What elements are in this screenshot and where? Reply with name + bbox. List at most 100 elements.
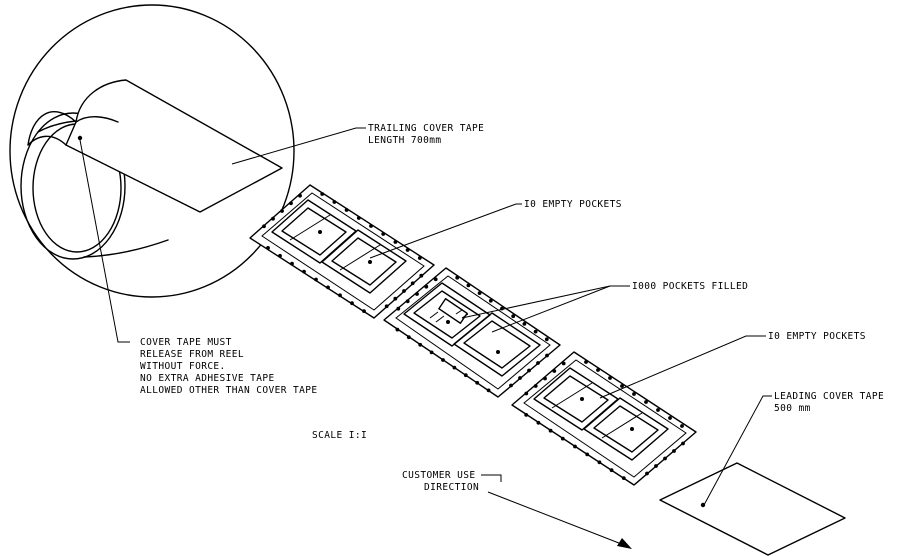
sprocket-hole (418, 342, 423, 347)
filled-pockets-label: I000 POCKETS FILLED (632, 281, 748, 292)
sprocket-hole (509, 383, 513, 388)
sprocket-hole (477, 291, 482, 295)
sprocket-hole (573, 444, 577, 449)
sprocket-hole (552, 369, 557, 373)
direction-arrow (487, 491, 632, 549)
sprocket-hole (466, 283, 471, 288)
sprocket-hole (560, 436, 565, 441)
sprocket-hole (463, 373, 468, 378)
sprocket-hole (381, 232, 386, 236)
leader-lines (79, 127, 772, 506)
reel-hub-outer (20, 112, 126, 260)
sprocket-hole (486, 388, 491, 393)
sprocket-hole (584, 360, 588, 364)
empty-pockets-segment-bottom (511, 351, 697, 486)
sprocket-hole (672, 449, 676, 453)
sprocket-hole (415, 292, 419, 296)
empty-pockets-segment-top (249, 184, 435, 319)
sprocket-hole (608, 376, 612, 380)
sprocket-hole (543, 376, 547, 381)
sprocket-hole (393, 240, 398, 244)
sprocket-hole (475, 380, 480, 385)
sprocket-hole (262, 224, 266, 229)
sprocket-hole (544, 337, 549, 342)
sprocket-hole (663, 456, 667, 461)
empty-pockets-bottom-label: I0 EMPTY POCKETS (768, 331, 866, 342)
trailing-cover-tape (27, 79, 283, 213)
sprocket-hole (406, 335, 411, 340)
sprocket-hole (429, 350, 434, 355)
sprocket-hole (656, 408, 660, 412)
sprocket-hole (326, 285, 330, 290)
sprocket-hole (536, 361, 540, 365)
sprocket-hole (396, 306, 401, 311)
note-line-3: WITHOUT FORCE. (140, 361, 226, 372)
sprocket-hole (441, 358, 445, 362)
sprocket-hole (298, 193, 302, 198)
sprocket-hole (417, 256, 422, 260)
sprocket-hole (645, 471, 649, 476)
sprocket-hole (332, 200, 337, 204)
sprocket-hole (545, 353, 549, 358)
sprocket-hole (536, 420, 541, 425)
sprocket-hole (518, 376, 522, 380)
note-line-2: RELEASE FROM REEL (140, 349, 244, 360)
sprocket-hole (362, 309, 366, 313)
direction-label-1: CUSTOMER USE (402, 470, 475, 481)
sprocket-hole (585, 452, 590, 457)
sprocket-hole (644, 400, 648, 404)
sprocket-hole (384, 304, 389, 309)
sprocket-hole (522, 322, 527, 326)
note-line-5: ALLOWED OTHER THAN COVER TAPE (140, 385, 317, 396)
sprocket-hole (488, 298, 493, 303)
sprocket-hole (369, 224, 373, 228)
note-line-1: COVER TAPE MUST (140, 337, 232, 348)
sprocket-hole (433, 277, 438, 282)
sprocket-hole (393, 296, 398, 301)
sprocket-hole (405, 299, 410, 304)
sprocket-hole (402, 289, 406, 293)
sprocket-hole (290, 261, 294, 266)
sprocket-hole (596, 368, 600, 372)
sprocket-hole (338, 293, 342, 298)
empty-pockets-top-label: I0 EMPTY POCKETS (524, 199, 622, 210)
sprocket-hole (681, 441, 685, 446)
sprocket-hole (356, 216, 361, 220)
scale-label: SCALE I:I (312, 430, 367, 441)
sprocket-hole (350, 301, 354, 306)
sprocket-hole (620, 384, 624, 388)
sprocket-hole (654, 464, 658, 468)
reel-flange (9, 4, 295, 298)
sprocket-hole (533, 329, 538, 334)
sprocket-hole (524, 391, 529, 396)
leading-tape-label: LEADING COVER TAPE (774, 391, 884, 402)
sprocket-hole (419, 273, 424, 278)
sprocket-hole (621, 476, 626, 480)
note-line-4: NO EXTRA ADHESIVE TAPE (140, 373, 275, 384)
sprocket-hole (455, 275, 460, 280)
sprocket-hole (668, 416, 672, 420)
sprocket-hole (302, 269, 306, 274)
sprocket-hole (395, 327, 400, 332)
sprocket-hole (266, 246, 270, 250)
sprocket-hole (314, 277, 318, 282)
leading-cover-tape (659, 462, 846, 556)
filled-pockets-segment (383, 267, 561, 398)
sprocket-hole (511, 314, 516, 319)
sprocket-hole (632, 392, 636, 396)
sprocket-hole (289, 201, 293, 206)
sprocket-hole (609, 468, 614, 473)
sprocket-hole (527, 368, 531, 373)
sprocket-hole (410, 281, 415, 286)
trailing-tape-length: LENGTH 700mm (368, 135, 441, 146)
sprocket-holes (262, 192, 685, 480)
sprocket-hole (271, 216, 275, 221)
direction-label-2: DIRECTION (424, 482, 479, 493)
sprocket-hole (278, 253, 282, 258)
sprocket-hole (424, 284, 429, 289)
sprocket-hole (344, 208, 349, 212)
leading-tape-length: 500 mm (774, 403, 811, 414)
sprocket-hole (533, 384, 538, 388)
sprocket-hole (548, 428, 553, 433)
